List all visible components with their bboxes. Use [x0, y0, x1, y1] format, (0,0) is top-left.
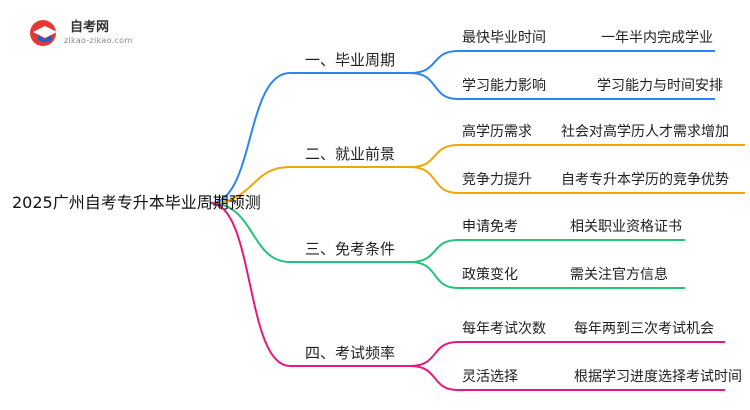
connector-leaf-1-2: [409, 72, 715, 100]
leaf-key-2-2: 竞争力提升: [462, 172, 532, 188]
leaf-value-1-1: 一年半内完成学业: [601, 30, 713, 46]
branch-label-4: 四、考试频率: [305, 344, 396, 362]
leaf-key-1-2: 学习能力影响: [462, 78, 546, 94]
connector-leaf-1-1: [409, 50, 715, 74]
root-topic: 2025广州自考专升本毕业周期预测: [12, 193, 261, 212]
graduation-cap-icon: [30, 20, 57, 46]
leaf-key-1-1: 最快毕业时间: [462, 30, 546, 46]
logo-title: 自考网: [70, 20, 110, 35]
branch-label-2: 二、就业前景: [305, 145, 396, 163]
connector-leaf-3-1: [409, 239, 685, 263]
connector-branch-4: [209, 202, 410, 367]
leaf-key-4-2: 灵活选择: [462, 369, 518, 385]
leaf-value-4-2: 根据学习进度选择考试时间: [574, 369, 742, 385]
leaf-key-3-2: 政策变化: [462, 267, 518, 283]
site-logo: 自考网 zikao-zikao.com: [28, 14, 148, 52]
leaf-value-4-1: 每年两到三次考试机会: [574, 321, 714, 337]
leaf-key-2-1: 高学历需求: [462, 124, 532, 140]
connector-leaf-2-2: [409, 166, 745, 194]
connector-leaf-2-1: [409, 144, 745, 168]
connector-leaf-4-2: [409, 365, 725, 391]
leaf-value-2-2: 自考专升本学历的竞争优势: [561, 172, 729, 188]
logo-url: zikao-zikao.com: [64, 36, 133, 45]
leaf-value-3-1: 相关职业资格证书: [570, 219, 682, 235]
branch-label-1: 一、毕业周期: [305, 51, 396, 69]
connector-branch-3: [209, 202, 410, 263]
leaf-value-2-1: 社会对高学历人才需求增加: [561, 124, 729, 140]
leaf-value-3-2: 需关注官方信息: [570, 267, 668, 283]
connector-branch-2: [209, 166, 410, 204]
connector-leaf-4-1: [409, 341, 725, 367]
leaf-value-1-2: 学习能力与时间安排: [597, 78, 723, 94]
connector-leaf-3-2: [409, 261, 685, 289]
leaf-key-4-1: 每年考试次数: [462, 321, 546, 337]
connector-branch-1: [209, 72, 410, 204]
leaf-key-3-1: 申请免考: [462, 219, 518, 235]
branch-label-3: 三、免考条件: [305, 240, 396, 258]
